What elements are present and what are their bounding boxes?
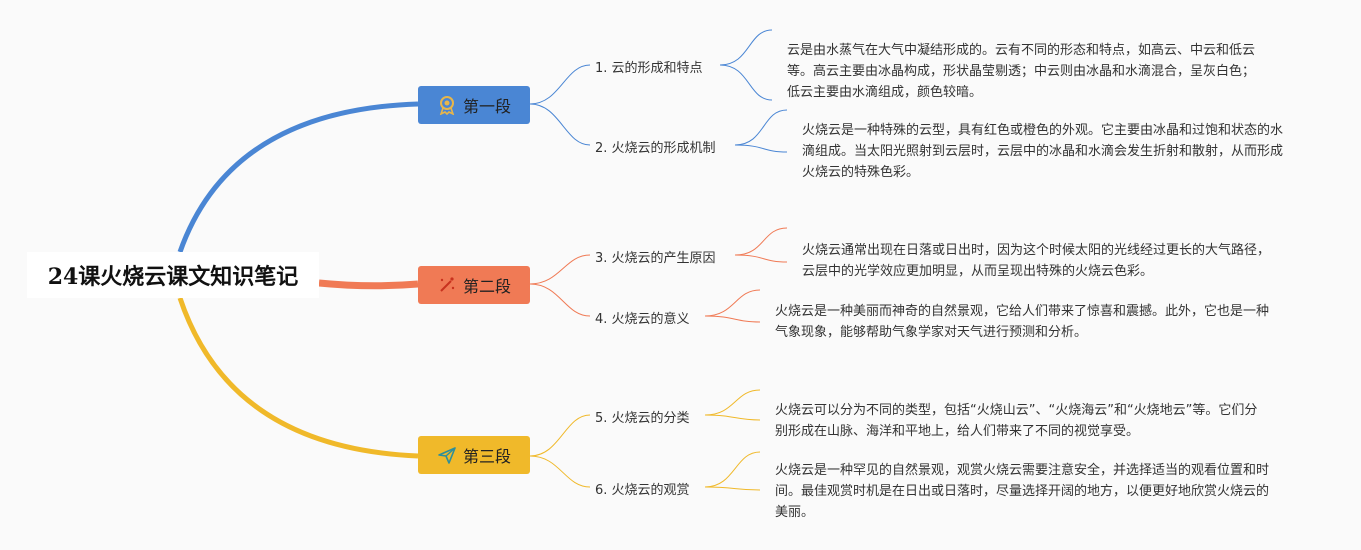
- branch2-topic3-line: [529, 254, 591, 285]
- sparkle-icon: [437, 275, 457, 295]
- branch-3-label: 第三段: [462, 447, 511, 466]
- branch-node-3[interactable]: 第三段: [418, 436, 530, 474]
- topic-1[interactable]: 1. 云的形成和特点: [595, 61, 703, 76]
- topic6-desc-line2: [704, 486, 761, 491]
- desc-5: 火烧云可以分为不同的类型，包括“火烧山云”、“火烧海云”和“火烧地云”等。它们分…: [775, 403, 1258, 439]
- topic2-desc-line2: [734, 144, 788, 153]
- root-branch1-line: [177, 101, 419, 253]
- desc-1: 云是由水蒸气在大气中凝结形成的。云有不同的形态和特点，如高云、中云和低云等。高云…: [787, 43, 1256, 100]
- topic4-desc-line2: [704, 315, 761, 323]
- desc-4: 火烧云是一种美丽而神奇的自然景观，它给人们带来了惊喜和震撼。此外，它也是一种气象…: [775, 304, 1270, 340]
- topic3-desc-line2: [734, 254, 788, 263]
- branch3-topic6-line: [529, 455, 591, 488]
- desc-3: 火烧云通常出现在日落或日出时，因为这个时候太阳的光线经过更长的大气路径，云层中的…: [802, 243, 1271, 279]
- paper-plane-icon: [437, 445, 457, 465]
- topic-6[interactable]: 6. 火烧云的观赏: [595, 483, 690, 498]
- root-branch2-line: [318, 279, 419, 290]
- branch-1-label: 第一段: [462, 97, 511, 116]
- root-branch3-line: [177, 297, 419, 459]
- topic2-desc-line: [734, 109, 788, 146]
- topic-3[interactable]: 3. 火烧云的产生原因: [595, 251, 716, 266]
- branch-node-1[interactable]: 第一段: [418, 86, 530, 124]
- branch2-topic4-line: [529, 283, 591, 317]
- topic5-desc-line: [704, 389, 761, 416]
- branch-node-2[interactable]: 第二段: [418, 266, 530, 304]
- root-title: 24课火烧云课文知识笔记: [47, 264, 299, 290]
- branch1-topic2-line: [529, 103, 591, 146]
- desc-6: 火烧云是一种罕见的自然景观，观赏火烧云需要注意安全，并选择适当的观看位置和时间。…: [775, 463, 1270, 520]
- branch3-topic5-line: [529, 414, 591, 457]
- desc-2: 火烧云是一种特殊的云型，具有红色或橙色的外观。它主要由冰晶和过饱和状态的水滴组成…: [802, 123, 1284, 180]
- root-node[interactable]: 24课火烧云课文知识笔记: [27, 252, 319, 298]
- branch1-topic1-line: [529, 64, 591, 105]
- topic-4[interactable]: 4. 火烧云的意义: [595, 312, 690, 327]
- topic6-desc-line: [704, 451, 761, 488]
- topic5-desc-line2: [704, 414, 761, 421]
- topic1-desc-line2: [719, 64, 773, 101]
- branch-2-label: 第二段: [462, 277, 511, 296]
- topic4-desc-line: [704, 289, 761, 317]
- topic-2[interactable]: 2. 火烧云的形成机制: [595, 141, 716, 156]
- medal-icon: [437, 95, 457, 115]
- topic1-desc-line: [719, 29, 773, 66]
- topic-5[interactable]: 5. 火烧云的分类: [595, 411, 690, 426]
- topic3-desc-line: [734, 227, 788, 256]
